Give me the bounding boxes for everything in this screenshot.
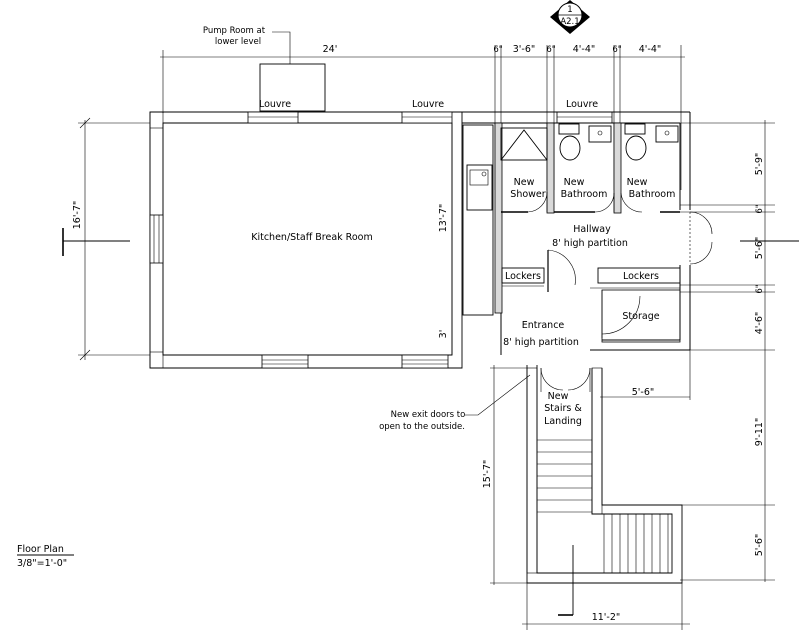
section-marker: 1 A2.1 (550, 0, 590, 34)
dim-inner-height: 13'-7" (438, 204, 449, 233)
room-label-lockers-left: Lockers (505, 271, 541, 282)
bathroom-2: New Bathroom (620, 123, 680, 213)
stairs-landing: New Stairs & Landing (526, 365, 683, 616)
stair-height-dimension: 15'-7" (482, 365, 527, 585)
partition-label-lower: 8' high partition (503, 337, 579, 348)
louvre-label-1: Louvre (259, 99, 291, 110)
section-number: 1 (567, 5, 572, 15)
dim-top-c: 6" (546, 45, 555, 55)
right-dimensions: 5'-9" 6" 5'-6" 6" 4'-6" 9'-11" 5'-6" (680, 120, 799, 582)
bathroom-1: New Bathroom (554, 122, 622, 214)
stair-treads-right (603, 514, 669, 573)
room-label-stairs-1: New (548, 391, 569, 402)
room-label-entrance: Entrance (522, 320, 565, 331)
exit-doors-note-1: New exit doors to (391, 410, 466, 420)
dim-right-b: 6" (755, 204, 765, 213)
shower: New Shower (494, 122, 555, 314)
dim-bottom-width: 11'-2" (592, 612, 621, 623)
dim-right-a: 5'-9" (754, 153, 765, 176)
inner-dimensions: 13'-7" 3' (438, 123, 453, 355)
dim-right-c: 5'-6" (754, 237, 765, 260)
title-block: Floor Plan 3/8"=1'-0" (17, 544, 74, 569)
dim-top-a: 6" (493, 45, 502, 55)
lockers-right: Lockers (590, 267, 681, 289)
hallway-doors (689, 211, 713, 265)
section-sheet: A2.1 (560, 17, 579, 27)
louvre-label-3: Louvre (566, 99, 598, 110)
room-label-bath1-2: Bathroom (561, 189, 608, 200)
room-label-shower-1: New (514, 177, 535, 188)
exit-doors-note-2: open to the outside. (379, 422, 465, 432)
landing-dimension: 5'-6" (600, 350, 691, 400)
bottom-dimension: 11'-2" (522, 583, 690, 630)
room-label-hallway: Hallway (573, 224, 611, 235)
dim-right-f: 9'-11" (754, 418, 765, 447)
dim-landing-width: 5'-6" (632, 387, 655, 398)
pump-room: Pump Room at lower level (203, 26, 326, 112)
lockers-left: Lockers (501, 249, 576, 292)
left-dimensions: 16'-7" (62, 117, 150, 361)
dim-top-f: 4'-4" (639, 44, 662, 55)
title-scale: 3/8"=1'-0" (17, 558, 67, 569)
title-floor-plan: Floor Plan (17, 544, 64, 555)
dim-top-e: 6" (612, 45, 621, 55)
room-label-kitchen: Kitchen/Staff Break Room (251, 232, 373, 243)
louvre-label-2: Louvre (412, 99, 444, 110)
dim-left-height: 16'-7" (72, 201, 83, 230)
room-label-stairs-3: Landing (544, 416, 582, 427)
room-label-storage: Storage (622, 311, 659, 322)
room-label-stairs-2: Stairs & (544, 403, 582, 414)
stair-treads-left (537, 439, 592, 513)
exit-doors-note: New exit doors to open to the outside. (379, 374, 531, 432)
louvres: Louvre Louvre Louvre (247, 99, 613, 124)
pump-room-note-1: Pump Room at (203, 26, 266, 36)
partition-label-upper: 8' high partition (552, 238, 628, 249)
room-label-lockers-right: Lockers (623, 271, 659, 282)
dim-right-d: 6" (755, 284, 765, 293)
kitchen-counter (462, 124, 494, 316)
dim-inner-small: 3' (438, 330, 449, 339)
dim-top-width: 24' (323, 44, 338, 55)
dim-right-e: 4'-6" (754, 312, 765, 335)
dim-right-g: 5'-6" (754, 534, 765, 557)
room-label-bath2-1: New (627, 177, 648, 188)
left-window (149, 214, 164, 264)
room-label-shower-2: Shower (510, 189, 545, 200)
bottom-windows (261, 354, 449, 369)
room-label-bath2-2: Bathroom (629, 189, 676, 200)
dim-top-d: 4'-4" (573, 44, 596, 55)
dim-stair-height: 15'-7" (482, 460, 493, 489)
dim-top-b: 3'-6" (513, 44, 536, 55)
storage: Storage (601, 289, 681, 343)
room-label-bath1-1: New (564, 177, 585, 188)
pump-room-note-2: lower level (215, 37, 261, 47)
